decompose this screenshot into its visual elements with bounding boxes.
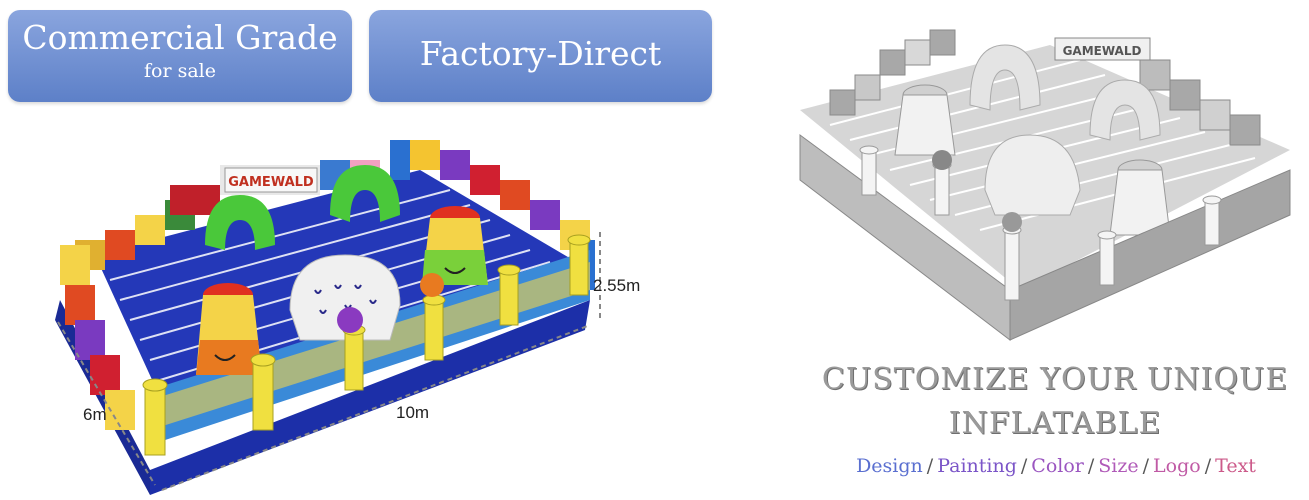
feature-logo: Logo bbox=[1153, 455, 1201, 477]
separator: / bbox=[1020, 455, 1028, 477]
colored-inflatable-playground-image: GAMEWALD bbox=[55, 140, 601, 495]
feature-size: Size bbox=[1098, 455, 1139, 477]
feature-color: Color bbox=[1031, 455, 1084, 477]
features-list: Design/Painting/Color/Size/Logo/Text bbox=[806, 455, 1306, 477]
grayscale-inflatable-image: GAMEWALD bbox=[799, 29, 1291, 342]
customize-headline: CUSTOMIZE YOUR UNIQUE INFLATABLE bbox=[800, 358, 1309, 446]
commercial-grade-badge: Commercial Grade for sale bbox=[8, 10, 352, 102]
svg-text:GAMEWALD: GAMEWALD bbox=[228, 175, 314, 190]
headline-line-1: CUSTOMIZE YOUR UNIQUE bbox=[821, 362, 1289, 397]
separator: / bbox=[1087, 455, 1095, 477]
for-sale-subtitle: for sale bbox=[144, 60, 216, 82]
separator: / bbox=[1142, 455, 1150, 477]
width-dimension: 6m bbox=[83, 405, 107, 424]
separator: / bbox=[926, 455, 934, 477]
feature-painting: Painting bbox=[937, 455, 1017, 477]
svg-text:GAMEWALD: GAMEWALD bbox=[1063, 44, 1142, 58]
headline-line-2: INFLATABLE bbox=[948, 406, 1162, 441]
factory-direct-title: Factory-Direct bbox=[419, 34, 662, 73]
length-dimension: 10m bbox=[396, 403, 430, 422]
commercial-grade-title: Commercial Grade bbox=[22, 18, 338, 57]
feature-text: Text bbox=[1215, 455, 1256, 477]
separator: / bbox=[1204, 455, 1212, 477]
feature-design: Design bbox=[856, 455, 923, 477]
factory-direct-badge: Factory-Direct bbox=[369, 10, 712, 102]
height-dimension: 2.55m bbox=[593, 276, 641, 295]
